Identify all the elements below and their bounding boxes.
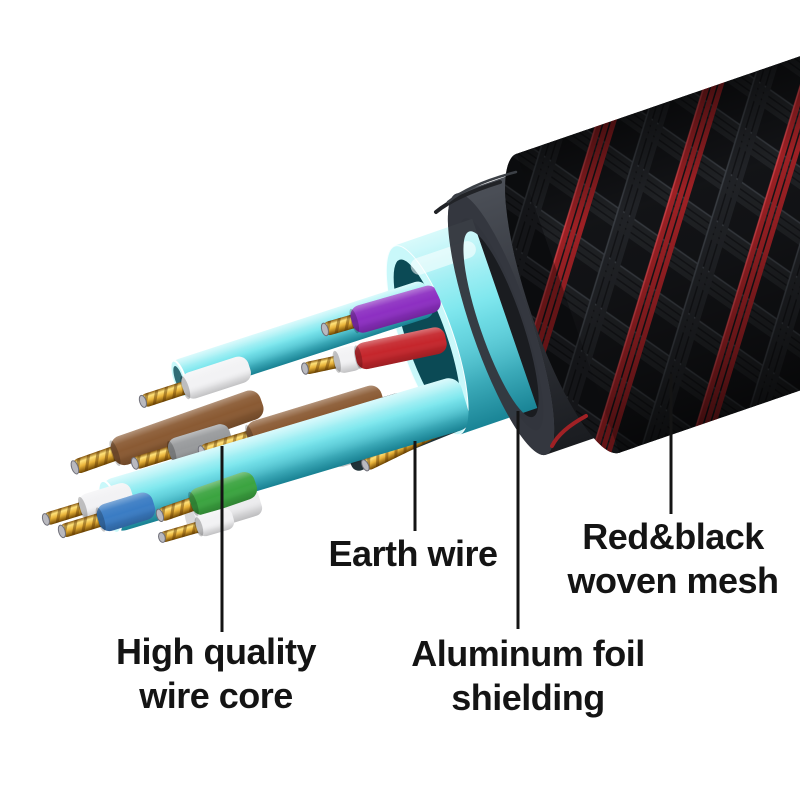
callout-lines [220, 374, 673, 632]
wire-white-5 [158, 508, 235, 543]
wire-purple [320, 285, 441, 337]
wire-red [301, 327, 447, 375]
foil-tube [394, 193, 555, 456]
wire-fanout [41, 281, 470, 543]
jacket-front-lip [447, 193, 555, 456]
red-black-woven-mesh [505, 7, 800, 454]
wire-blue [57, 492, 156, 539]
wire-white-1 [138, 356, 251, 408]
wire-gray [130, 424, 232, 470]
wire-brown-1 [70, 390, 264, 475]
mesh-frayed-strands [434, 170, 588, 448]
